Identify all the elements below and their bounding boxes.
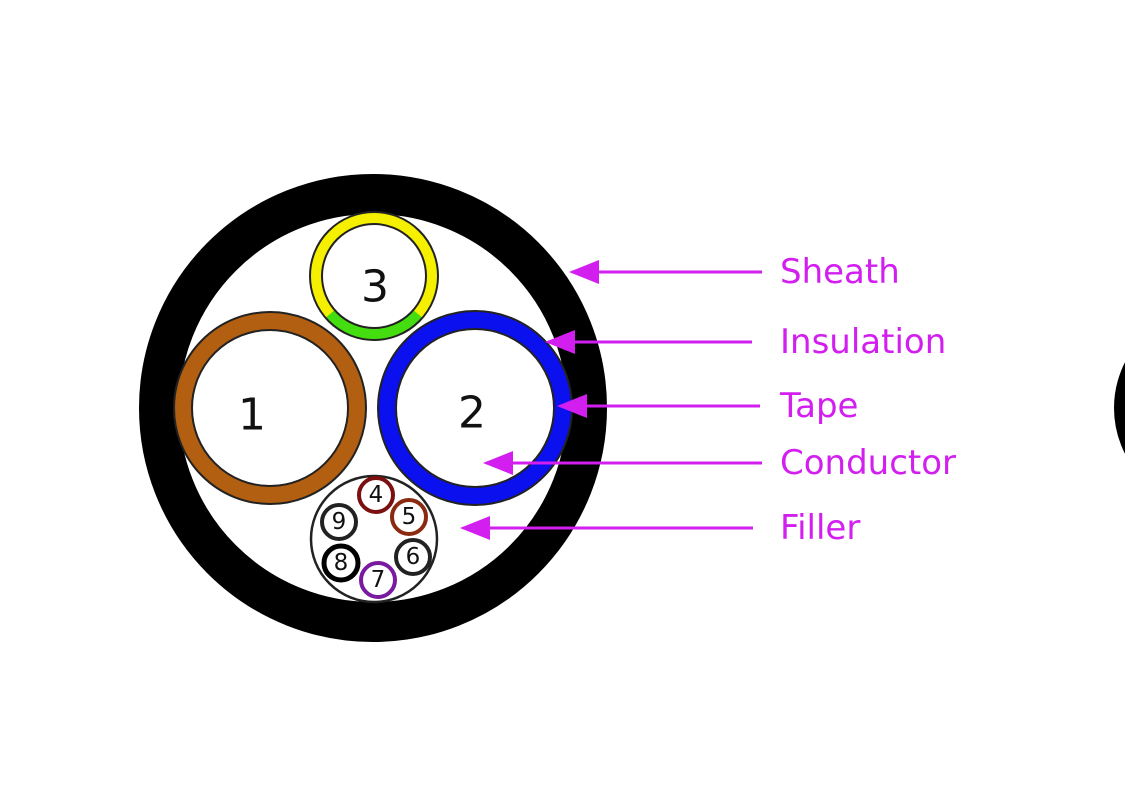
core-1-outline-inner — [191, 329, 349, 487]
core-1-label: 1 — [238, 390, 266, 441]
outer-sheath — [139, 174, 607, 642]
core-7-insulation — [359, 561, 397, 599]
core-4-label: 4 — [369, 482, 384, 508]
conductor-label: Conductor — [780, 443, 956, 483]
core-4-insulation — [357, 476, 395, 514]
core-6-label: 6 — [406, 544, 421, 570]
core-8-label: 8 — [334, 550, 349, 576]
core-3-outline-inner — [321, 223, 427, 329]
core-2-outline-inner — [395, 328, 555, 488]
core-3-outline-outer — [309, 211, 439, 341]
core-3-green-stripe — [325, 309, 423, 341]
core-9-insulation — [320, 503, 358, 541]
core-1-insulation — [174, 312, 366, 504]
core-9-label: 9 — [332, 509, 347, 535]
tape-label: Tape — [779, 386, 858, 426]
core-3-label: 3 — [361, 262, 389, 313]
insulation-label: Insulation — [780, 322, 946, 362]
sheath-label: Sheath — [780, 252, 900, 292]
core-5-label: 5 — [402, 504, 417, 530]
core-6-insulation — [394, 538, 432, 576]
adjacent-cable-edge — [1114, 362, 1125, 454]
core-8-insulation — [321, 543, 361, 583]
core-7-label: 7 — [371, 567, 386, 593]
filler-label: Filler — [780, 508, 860, 548]
core-5-insulation — [390, 498, 428, 536]
core-1-outline-outer — [173, 311, 367, 505]
core-2-label: 2 — [458, 388, 486, 439]
